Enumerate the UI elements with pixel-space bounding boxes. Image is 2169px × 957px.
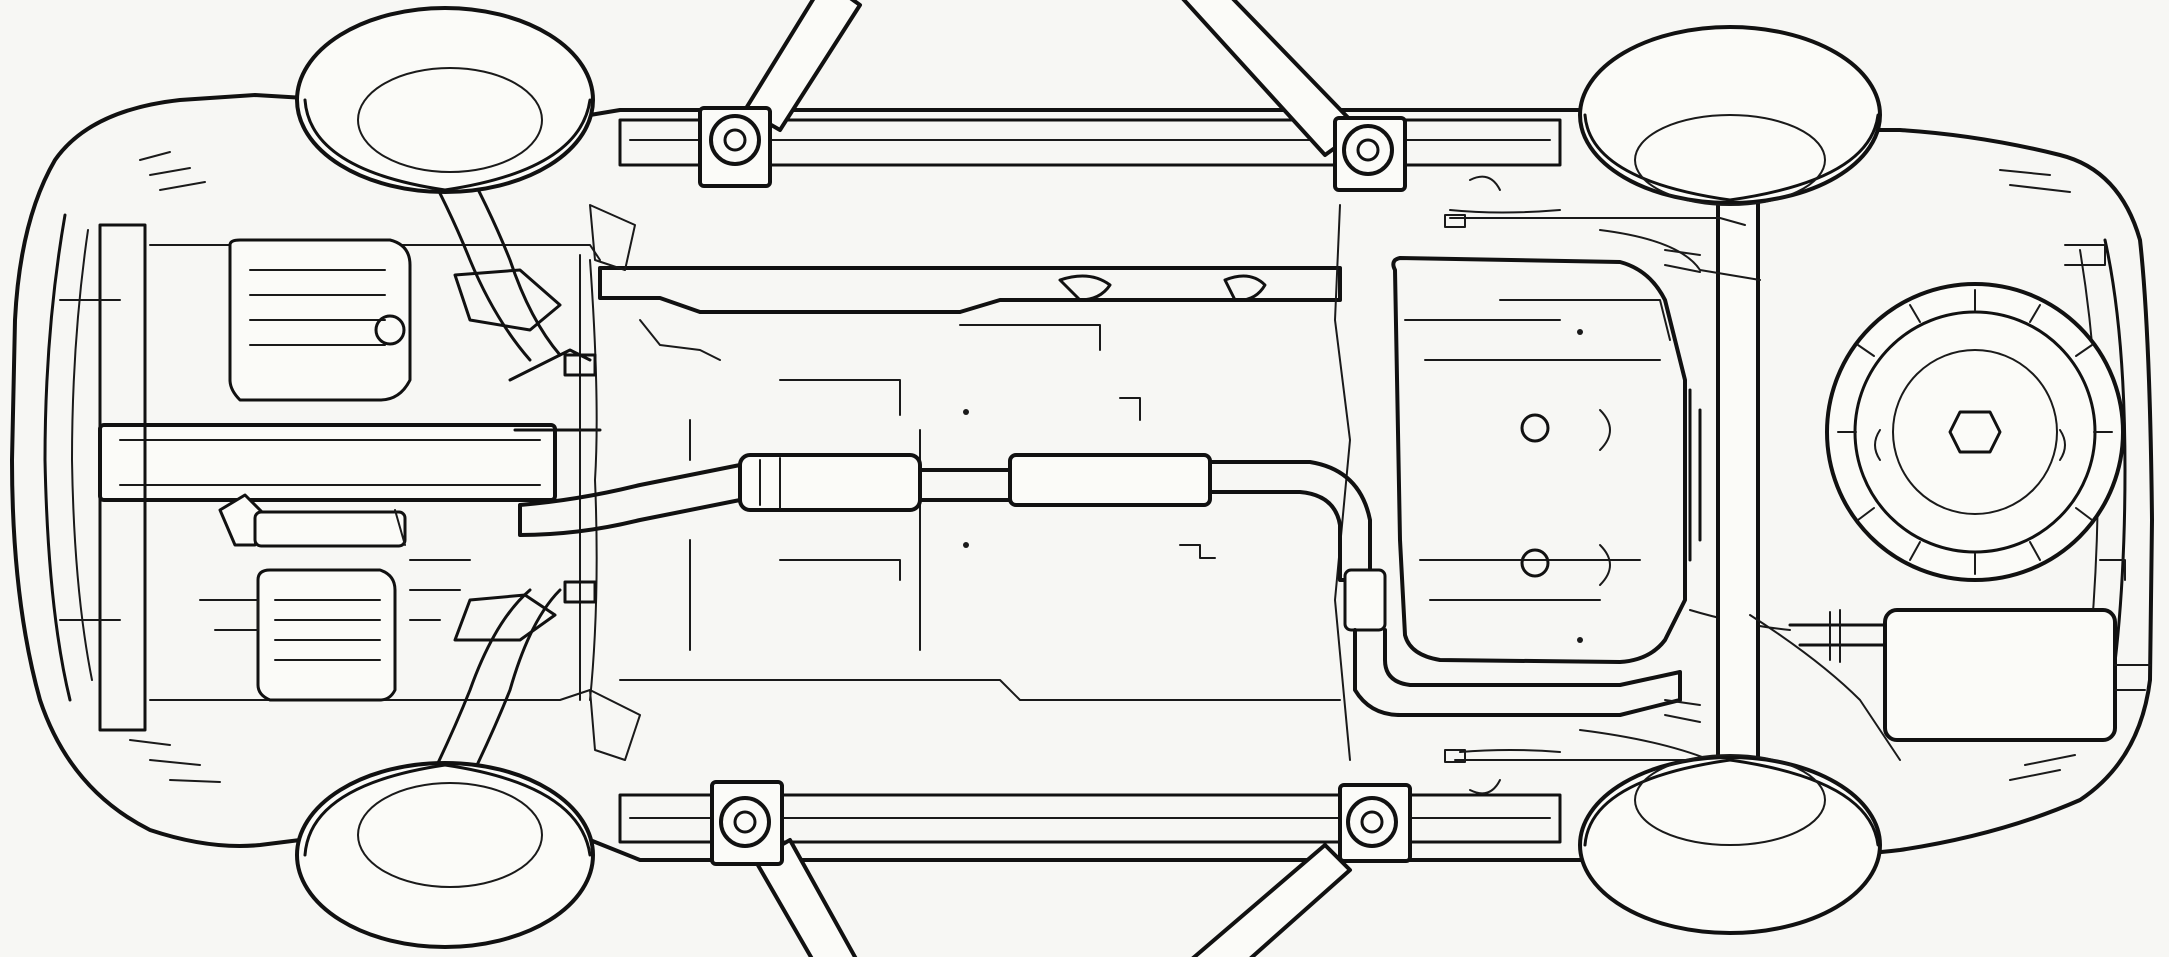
detail-marks bbox=[129, 151, 2126, 795]
lift-arm-rear-left bbox=[1181, 0, 1407, 192]
lift-arm-front-right bbox=[710, 780, 858, 957]
wheel-rear-left bbox=[1578, 25, 1882, 206]
engine-oil-pan bbox=[228, 238, 412, 402]
center-resonator bbox=[1008, 453, 1212, 507]
lift-arm-rear-right bbox=[1191, 783, 1412, 957]
transmission bbox=[199, 559, 471, 702]
front-suspension-right bbox=[453, 580, 641, 761]
floor-pan bbox=[598, 204, 1351, 761]
rear-muffler bbox=[1883, 608, 2117, 742]
spare-wheel bbox=[1825, 282, 2125, 582]
rear-axle bbox=[1449, 148, 1901, 852]
fuel-tank bbox=[1391, 256, 1687, 664]
wheel-front-right bbox=[295, 761, 595, 949]
front-subframe bbox=[59, 223, 601, 732]
wheel-rear-right bbox=[1578, 754, 1882, 935]
front-suspension-left bbox=[453, 204, 636, 377]
catalytic-converter bbox=[738, 453, 922, 512]
wheel-front-left bbox=[295, 6, 595, 194]
exhaust-system bbox=[518, 453, 2151, 742]
lift-arm-front-left bbox=[698, 0, 862, 188]
